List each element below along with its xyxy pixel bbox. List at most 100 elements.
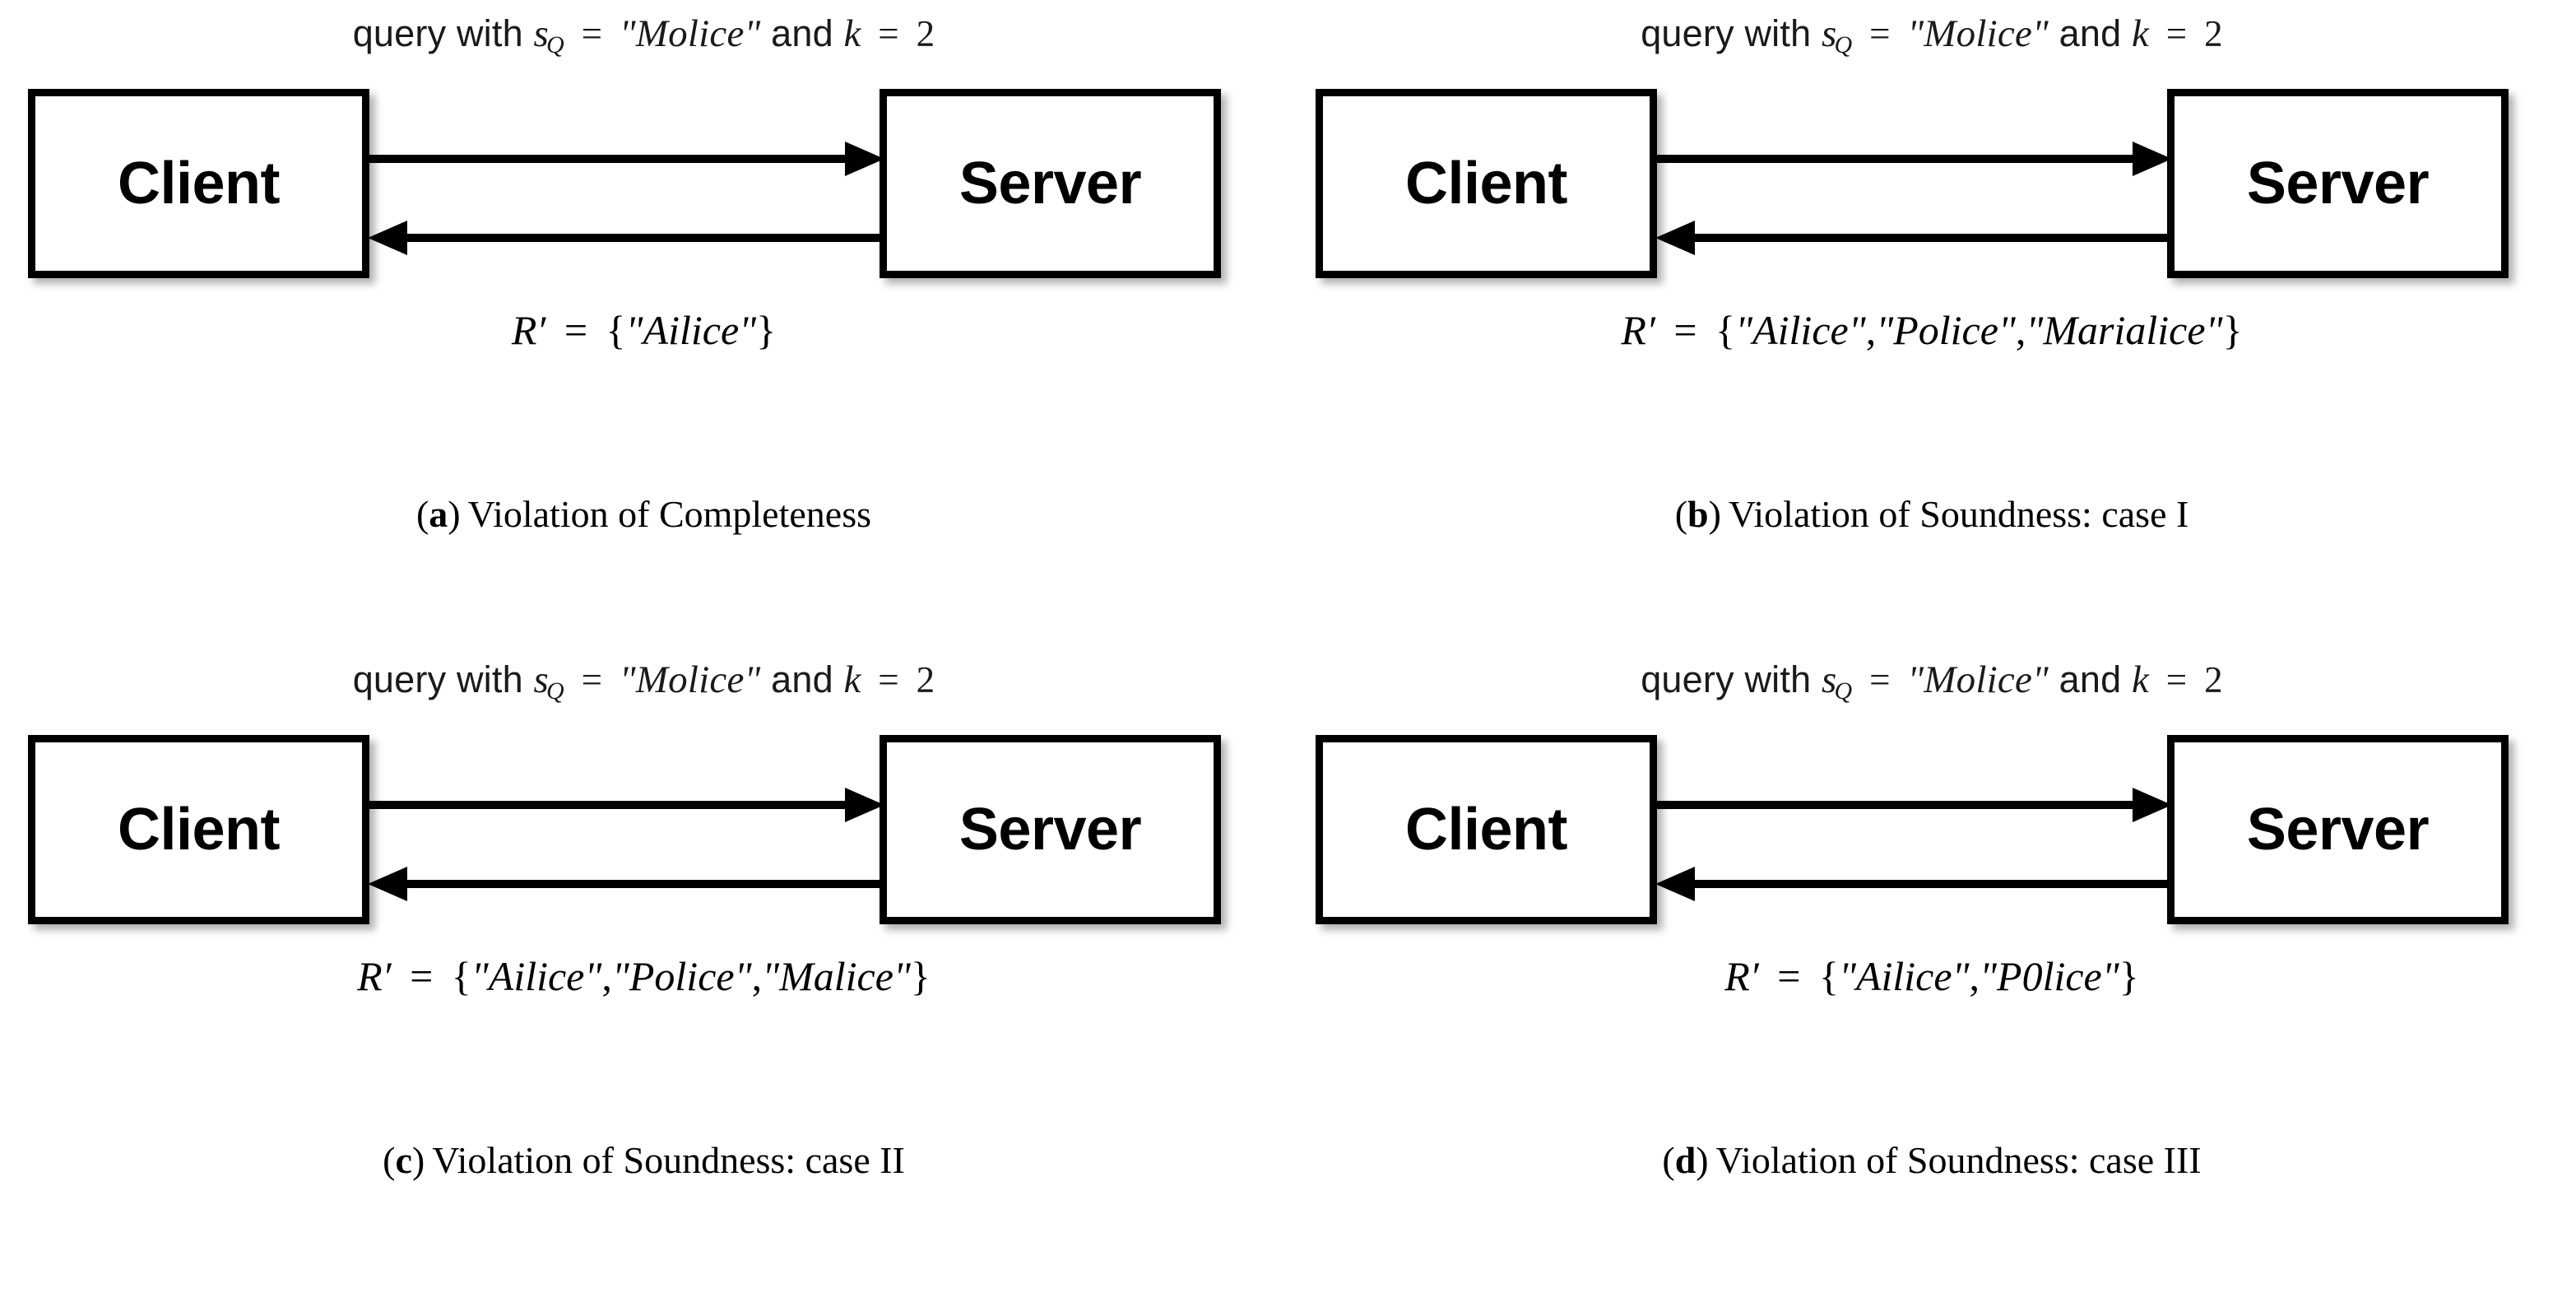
server-node-label: Server <box>2246 151 2430 216</box>
client-server-stage-b: Client Server <box>1316 89 2509 278</box>
query-variable-s-subscript: Q <box>546 677 564 705</box>
query-variable-s-subscript: Q <box>1834 677 1853 705</box>
result-item-0: "Ailice" <box>1735 307 1866 353</box>
panel-d: query with sQ = "Molice" and k = 2 Clien… <box>1288 646 2576 1293</box>
query-string-value: "Molice" <box>619 658 761 701</box>
panel-b: query with sQ = "Molice" and k = 2 Clien… <box>1288 0 2576 646</box>
query-variable-k: k <box>843 658 861 701</box>
result-set-c: R′ = {"Ailice","Police","Malice"} <box>0 952 1288 1000</box>
query-variable-s: s <box>1822 658 1837 701</box>
query-equals: = <box>1869 659 1891 700</box>
result-item-0: "Ailice" <box>1838 953 1970 999</box>
query-k-value: 2 <box>2204 659 2223 700</box>
result-equals: = <box>1777 953 1801 999</box>
result-set-b: R′ = {"Ailice","Police","Marialice"} <box>1288 306 2576 354</box>
result-item-1: "P0lice" <box>1980 953 2119 999</box>
query-prefix: query with <box>1641 658 1812 700</box>
client-server-stage-d: Client Server <box>1316 735 2509 924</box>
result-set-d: R′ = {"Ailice","P0lice"} <box>1288 952 2576 1000</box>
result-separator-1: , <box>751 953 763 999</box>
result-symbol: R <box>511 307 537 353</box>
result-symbol: R <box>357 953 383 999</box>
server-node-label: Server <box>958 797 1142 863</box>
result-symbol: R <box>1621 307 1646 353</box>
caption-c: (c)Violation of Soundness: case II <box>0 1138 1288 1182</box>
response-arrow-left-a <box>363 219 889 257</box>
query-equals-2: = <box>2165 659 2188 700</box>
response-arrow-left-b <box>1650 219 2177 257</box>
query-equals: = <box>581 659 603 700</box>
client-node-label: Client <box>117 797 281 863</box>
query-conjunction: and <box>2058 12 2122 54</box>
query-header-d: query with sQ = "Molice" and k = 2 <box>1288 658 2576 705</box>
server-node-label: Server <box>958 151 1142 216</box>
result-item-0: "Ailice" <box>625 307 757 353</box>
caption-text-d: Violation of Soundness: case III <box>1715 1139 2202 1181</box>
caption-tag-open: ( <box>383 1139 396 1181</box>
query-header-b: query with sQ = "Molice" and k = 2 <box>1288 12 2576 59</box>
result-open-brace: { <box>606 307 626 353</box>
caption-tag-close: ) <box>1696 1139 1709 1181</box>
result-item-1: "Police" <box>1876 307 2016 353</box>
query-k-value: 2 <box>916 13 935 54</box>
result-set-a: R′ = {"Ailice"} <box>0 306 1288 354</box>
caption-tag-c: (c) <box>383 1139 425 1181</box>
query-equals-2: = <box>878 13 899 54</box>
query-equals: = <box>581 13 603 54</box>
caption-tag-a: (a) <box>416 493 461 535</box>
caption-tag-letter: b <box>1687 493 1709 535</box>
caption-tag-close: ) <box>411 1139 425 1181</box>
query-conjunction: and <box>771 658 833 700</box>
query-header-c: query with sQ = "Molice" and k = 2 <box>0 658 1288 705</box>
result-symbol: R <box>1724 953 1750 999</box>
result-open-brace: { <box>1715 307 1736 353</box>
server-node-c: Server <box>880 735 1221 924</box>
result-open-brace: { <box>451 953 471 999</box>
server-node-b: Server <box>2167 89 2509 278</box>
caption-tag-close: ) <box>448 493 461 535</box>
client-node-label: Client <box>1404 797 1568 863</box>
result-prime: ′ <box>1749 953 1759 999</box>
response-arrow-left-c <box>363 865 889 903</box>
query-string-value: "Molice" <box>1907 658 2049 701</box>
result-item-2: "Malice" <box>762 953 911 999</box>
caption-tag-open: ( <box>1674 493 1688 535</box>
client-server-stage-a: Client Server <box>28 89 1221 278</box>
result-equals: = <box>410 953 434 999</box>
query-conjunction: and <box>771 12 833 54</box>
client-node-c: Client <box>28 735 369 924</box>
result-close-brace: } <box>2119 953 2139 999</box>
request-arrow-right-c <box>363 786 889 824</box>
caption-tag-open: ( <box>415 493 429 535</box>
query-equals: = <box>1869 13 1891 54</box>
result-separator-1: , <box>2015 307 2026 353</box>
result-prime: ′ <box>536 307 546 353</box>
caption-tag-letter: a <box>429 493 448 535</box>
query-equals-2: = <box>878 659 899 700</box>
client-node-label: Client <box>1404 151 1568 216</box>
caption-text-b: Violation of Soundness: case I <box>1728 493 2189 535</box>
client-node-a: Client <box>28 89 369 278</box>
query-variable-s: s <box>533 12 549 55</box>
query-variable-s-subscript: Q <box>1834 31 1853 59</box>
server-node-label: Server <box>2246 797 2430 863</box>
client-node-label: Client <box>117 151 281 216</box>
caption-text-a: Violation of Completeness <box>467 493 872 535</box>
panel-c: query with sQ = "Molice" and k = 2 Clien… <box>0 646 1288 1293</box>
query-equals-2: = <box>2165 13 2188 54</box>
caption-d: (d)Violation of Soundness: case III <box>1288 1138 2576 1182</box>
client-server-stage-c: Client Server <box>28 735 1221 924</box>
result-item-0: "Ailice" <box>471 953 602 999</box>
caption-tag-letter: c <box>395 1139 412 1181</box>
result-open-brace: { <box>1818 953 1839 999</box>
result-separator-0: , <box>1865 307 1877 353</box>
server-node-d: Server <box>2167 735 2509 924</box>
query-k-value: 2 <box>916 659 935 700</box>
result-equals: = <box>564 307 588 353</box>
caption-tag-d: (d) <box>1662 1139 1708 1181</box>
query-prefix: query with <box>352 658 523 700</box>
query-variable-s-subscript: Q <box>546 31 564 59</box>
query-header-a: query with sQ = "Molice" and k = 2 <box>0 12 1288 59</box>
query-variable-s: s <box>1822 12 1837 55</box>
client-node-d: Client <box>1316 735 1657 924</box>
